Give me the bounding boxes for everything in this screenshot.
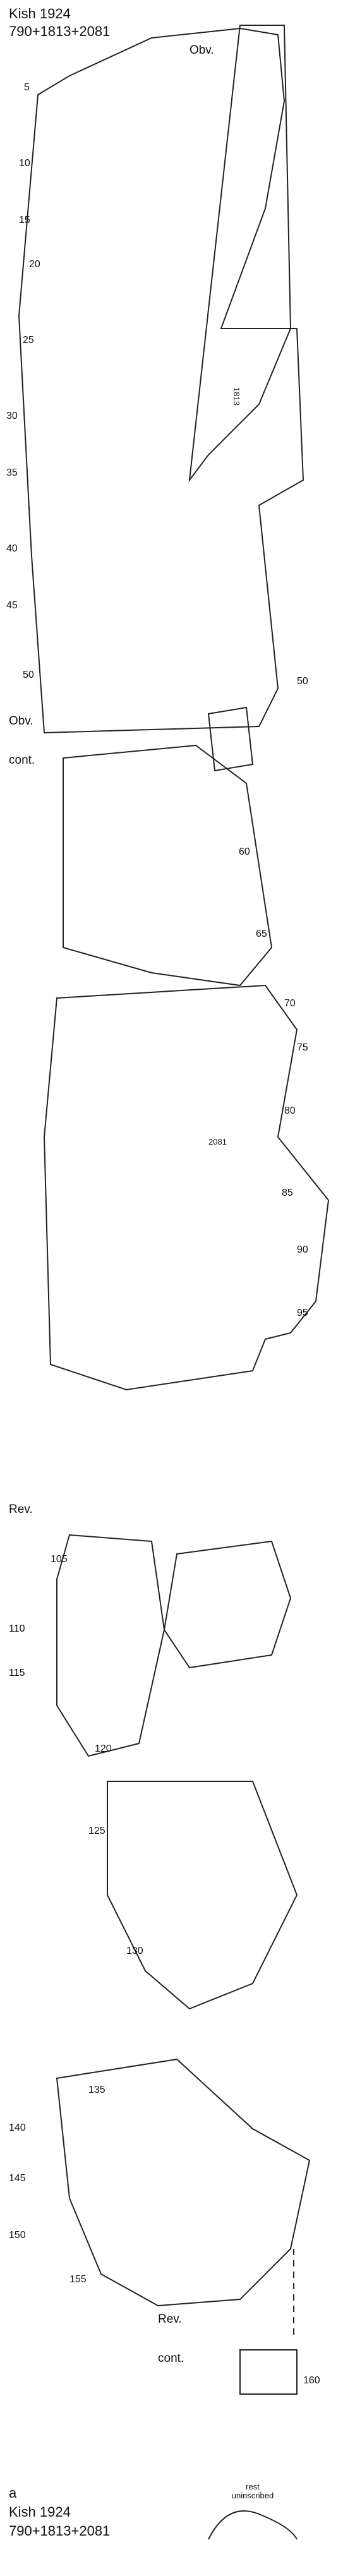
inset-note-line-1: rest [246, 2482, 260, 2491]
obverse-cont-line-2: cont. [9, 754, 35, 767]
line-number: 95 [297, 1308, 308, 1318]
line-number: 65 [256, 929, 267, 939]
line-number: 120 [95, 1743, 112, 1754]
reverse-fragment-lower [107, 1781, 298, 2010]
line-number: 150 [9, 2230, 26, 2241]
reverse-cont-line-1: Rev. [158, 2312, 182, 2326]
obverse-cont-line-1: Obv. [9, 714, 33, 728]
inset-fragment [239, 2349, 298, 2395]
section-reverse-label: Rev. [9, 1503, 33, 1516]
line-number: 135 [88, 2085, 105, 2095]
line-number: 155 [69, 2274, 87, 2285]
line-number: 145 [9, 2173, 26, 2184]
line-number: 75 [297, 1042, 308, 1053]
line-number: 50 [23, 670, 34, 680]
line-number: 30 [6, 411, 18, 421]
section-obverse-cont-label: Obv. cont. [9, 689, 35, 794]
inset-profile [208, 2510, 298, 2540]
line-number: 20 [29, 259, 40, 270]
reverse-continuation-outline [56, 2058, 311, 2307]
line-number: 90 [297, 1244, 308, 1255]
section-reverse-cont-label: Rev. cont. [158, 2287, 184, 2392]
line-number: 130 [126, 1946, 143, 1956]
line-number: 85 [282, 1188, 293, 1198]
line-number-right: 50 [297, 676, 308, 687]
tablet-title: Kish 1924 [9, 6, 71, 21]
line-number: 10 [19, 158, 30, 169]
line-number: 110 [9, 1623, 25, 1634]
reverse-cont-line-2: cont. [158, 2352, 184, 2366]
line-number: 40 [6, 543, 18, 554]
line-number: 105 [51, 1554, 68, 1565]
middle-section-outline [63, 744, 273, 987]
inset-note-line-2: uninscribed [231, 2491, 274, 2501]
line-number: 25 [23, 335, 34, 346]
lower-obverse-outline [43, 984, 330, 1391]
tablet-join-numbers: 790+1813+2081 [9, 23, 111, 39]
inset-note: rest uninscribed [215, 2482, 291, 2501]
obverse-right-column [188, 25, 292, 483]
line-number: 140 [9, 2122, 26, 2133]
line-number: 115 [9, 1668, 25, 1678]
reverse-fragment-right [163, 1540, 292, 1669]
line-number: 125 [88, 1826, 105, 1836]
obverse-outline [18, 27, 304, 734]
line-number: 15 [19, 215, 30, 226]
footer-join-numbers: 790+1813+2081 [9, 2523, 111, 2539]
line-number: 80 [284, 1105, 296, 1116]
line-number: 45 [6, 600, 18, 611]
line-number: 35 [6, 467, 18, 478]
fragment-2081-outline [207, 706, 254, 772]
section-obverse-label: Obv. [190, 44, 214, 57]
fragment-1813-label: 1813 [231, 387, 241, 406]
line-number: 160 [303, 2375, 320, 2386]
reverse-fragment-left [56, 1534, 165, 1757]
figure-label: a [9, 2485, 17, 2501]
fragment-2081-label: 2081 [208, 1137, 227, 1147]
line-number: 70 [284, 998, 296, 1009]
footer-title: Kish 1924 [9, 2504, 71, 2520]
line-number: 60 [239, 846, 250, 857]
line-number: 5 [24, 82, 30, 93]
